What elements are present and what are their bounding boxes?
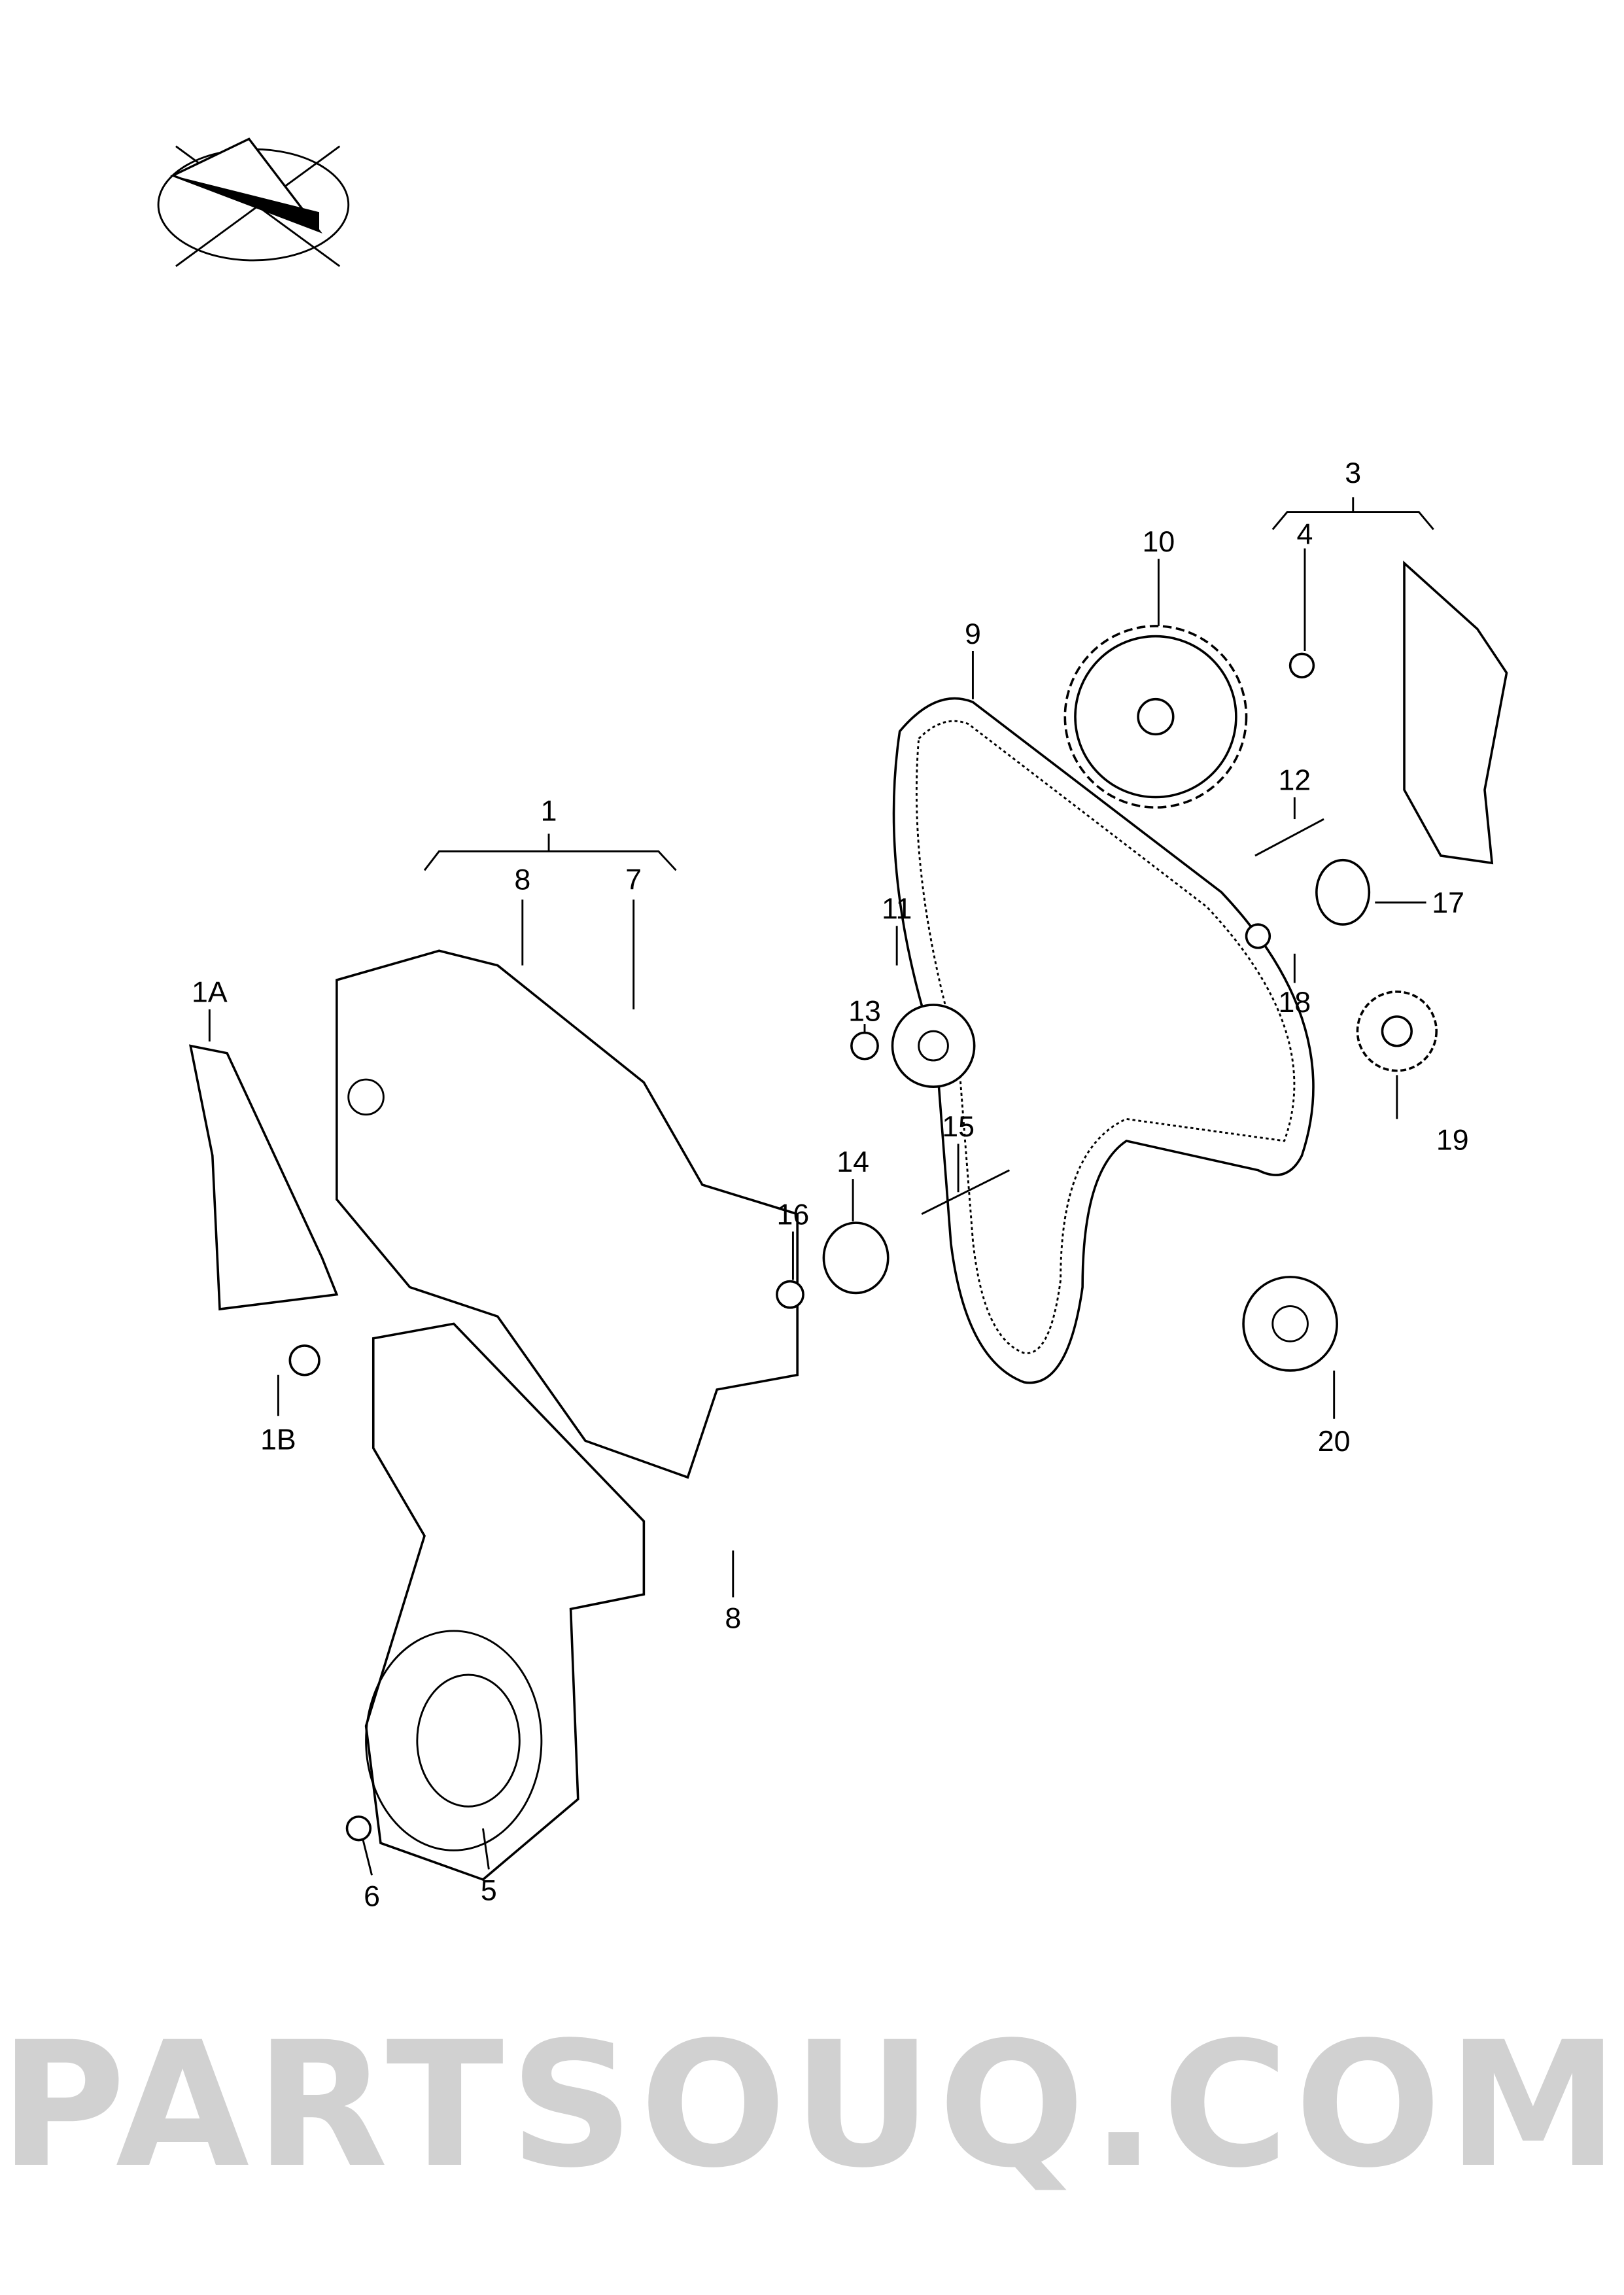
label-13: 13 [848,996,881,1028]
label-7: 7 [625,864,642,896]
label-8-bottom: 8 [725,1602,741,1634]
orientation-logo-icon [157,137,350,268]
label-17: 17 [1432,887,1464,919]
bolt-6 [345,1815,372,1842]
idler-roller [822,1221,890,1295]
label-14: 14 [837,1146,869,1178]
label-1: 1 [541,795,557,827]
nut-16 [776,1280,804,1309]
nut-13 [850,1031,879,1060]
bolt-4 [1288,652,1315,678]
label-11: 11 [882,893,912,925]
camshaft-sprocket [1063,625,1248,809]
bracket-1a [188,1044,339,1311]
label-9: 9 [965,618,981,650]
label-3: 3 [1345,457,1361,489]
bolt-18 [1245,923,1271,949]
label-8-top: 8 [514,864,530,896]
bolt-1b [288,1344,320,1376]
water-pump [1242,1276,1338,1372]
tensioner-pulley [891,1004,976,1089]
label-1b: 1B [260,1424,296,1456]
label-15: 15 [942,1111,975,1143]
leader-lines [208,497,1434,1876]
label-16: 16 [777,1199,810,1231]
sleeve [1315,858,1371,926]
label-6: 6 [364,1880,380,1912]
crankshaft-sprocket [1356,990,1438,1072]
label-4: 4 [1297,519,1313,551]
watermark: PARTSOUQ.COM [0,2005,1624,2206]
label-12: 12 [1278,764,1311,796]
label-1a: 1A [192,977,228,1009]
lower-timing-cover [364,1322,646,1882]
label-18: 18 [1278,987,1311,1019]
label-10: 10 [1143,526,1175,558]
label-5: 5 [481,1874,497,1906]
rear-cover [1403,560,1508,865]
label-19: 19 [1436,1124,1469,1156]
upper-timing-cover [336,949,799,1479]
label-20: 20 [1318,1426,1351,1458]
